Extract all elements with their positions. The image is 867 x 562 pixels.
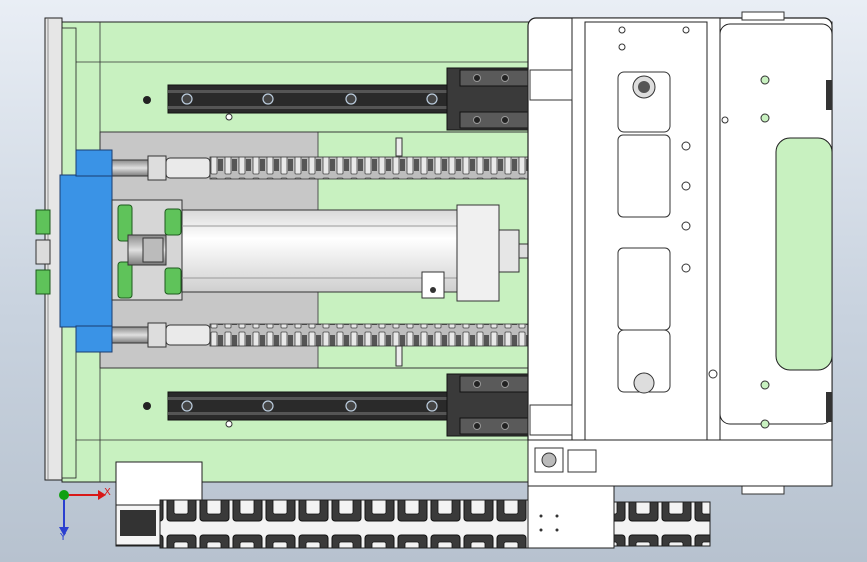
rail-bolts-bottom bbox=[181, 400, 438, 412]
rod-end-bottom bbox=[109, 322, 211, 348]
cylinder-mount-bottom-lug bbox=[75, 325, 113, 353]
base-holes bbox=[143, 96, 151, 410]
linear-rail-bottom bbox=[167, 391, 459, 421]
bearing-block-top bbox=[446, 67, 533, 131]
sensor-switch bbox=[421, 271, 445, 299]
x-axis-label: X bbox=[104, 487, 111, 498]
rod-end-top bbox=[109, 155, 211, 181]
cylinder-mount-top-lug bbox=[75, 149, 113, 177]
z-axis-dot bbox=[59, 490, 69, 500]
y-axis-label: Y bbox=[60, 532, 67, 543]
bearing-block-bottom bbox=[446, 373, 533, 437]
rail-bolts-top bbox=[181, 93, 438, 105]
cylinder-mount bbox=[59, 174, 113, 328]
cable-chain bbox=[159, 499, 531, 549]
carriage-plate bbox=[527, 11, 833, 495]
axis-triad: X Y bbox=[50, 485, 111, 545]
mount-fittings bbox=[35, 209, 51, 295]
cable-chain-end bbox=[613, 501, 711, 547]
pneumatic-cylinder bbox=[111, 199, 532, 302]
threaded-rod-top bbox=[209, 156, 531, 180]
threaded-rod-bottom bbox=[209, 323, 531, 347]
